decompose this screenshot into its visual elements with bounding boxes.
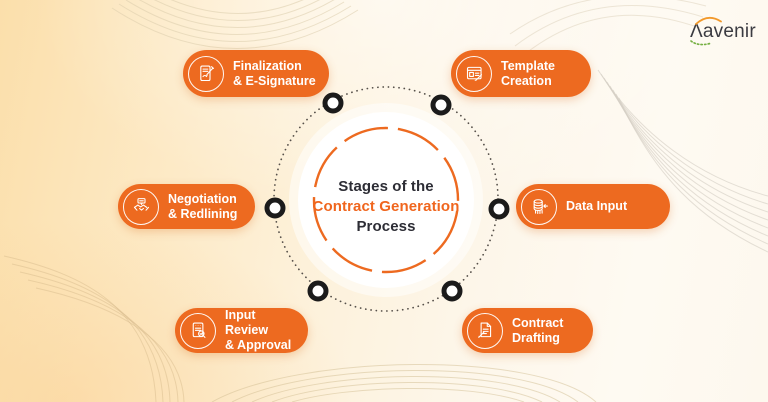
stage-pill-negotiation-redlining: Negotiation& Redlining xyxy=(118,184,255,229)
logo-text: Λavenir xyxy=(690,21,756,42)
center-title-line-2: Contract Generation xyxy=(312,198,460,215)
stage-label: Data Input xyxy=(566,199,628,213)
stage-label: Finalization& E-Signature xyxy=(233,58,316,88)
brand-logo: Λavenir xyxy=(688,15,764,51)
document-signature-pen-icon xyxy=(188,55,224,92)
connector-node-bottom-right xyxy=(441,280,463,302)
connector-node-right xyxy=(488,198,510,220)
stage-label: Negotiation& Redlining xyxy=(168,191,238,221)
document-drafting-pencil-icon xyxy=(467,312,503,349)
database-input-icon xyxy=(521,188,557,225)
handshake-chat-icon xyxy=(123,188,159,225)
center-title: Stages of the Contract Generation Proces… xyxy=(276,177,496,237)
logo-arc-icon xyxy=(690,16,722,46)
connector-node-left xyxy=(264,197,286,219)
stage-pill-finalization-esignature: Finalization& E-Signature xyxy=(183,50,329,97)
center-title-line-1: Stages of the xyxy=(338,178,434,195)
stage-label: Input Review& Approval xyxy=(225,308,292,352)
connector-node-top-left xyxy=(322,92,344,114)
connector-node-top-right xyxy=(430,94,452,116)
connector-node-bottom-left xyxy=(307,280,329,302)
center-title-line-3: Process xyxy=(356,218,416,235)
stage-pill-data-input: Data Input xyxy=(516,184,670,229)
stage-pill-input-review-approval: Input Review& Approval xyxy=(175,308,308,353)
template-layout-pencil-icon xyxy=(456,55,492,92)
document-review-check-icon xyxy=(180,312,216,349)
